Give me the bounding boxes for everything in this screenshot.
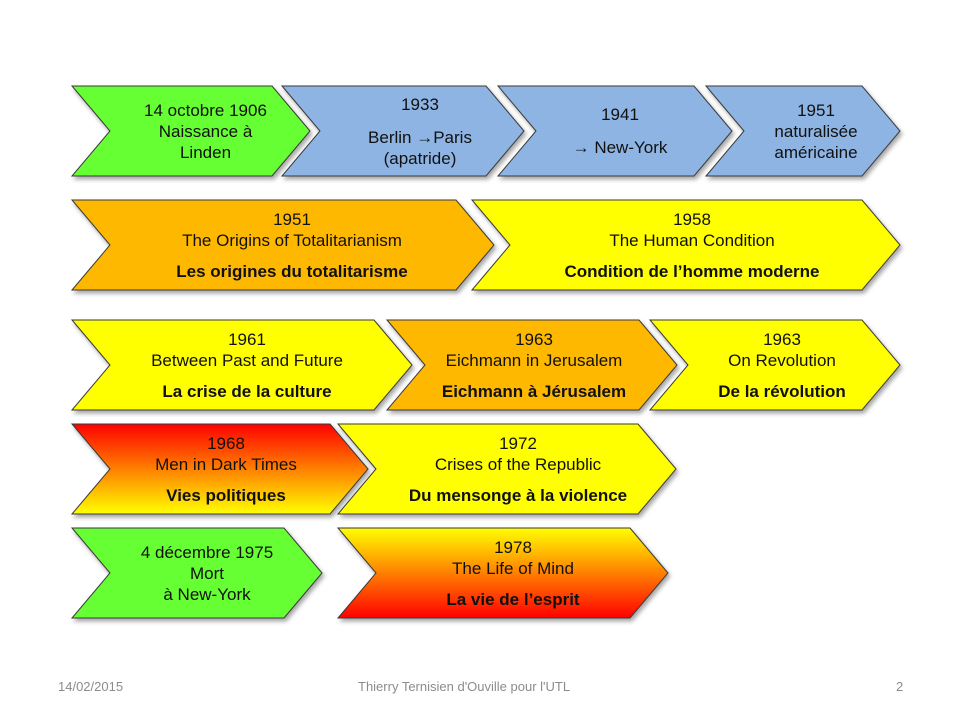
chevron-body [70,527,323,619]
chevron-line: Mort [190,563,224,583]
chevron-line: (apatride) [383,148,457,168]
chevron-shape [70,527,323,619]
chevron-1941: 1941 → New-York [496,85,733,177]
chevron-date: 14 octobre 1906 [144,100,267,120]
chevron-line: naturalisée [774,121,858,141]
chevron-body [70,85,311,177]
chevron-date: 1978 [494,537,532,557]
chevron-body [70,199,495,291]
chevron-shape [385,319,678,411]
chevron-body [385,319,678,411]
chevron-body [336,527,669,619]
chevron-body [470,199,901,291]
chevron-line: Berlin →Paris [368,127,472,147]
chevron-line: Eichmann in Jerusalem [445,350,623,370]
chevron-french-title: Du mensonge à la violence [408,485,628,505]
chevron-line: The Life of Mind [452,558,574,578]
chevron-shape [336,423,677,515]
chevron-french-title: De la révolution [718,381,846,401]
chevron-date: 1958 [673,209,711,229]
chevron-shape [496,85,733,177]
chevron-shape [470,199,901,291]
chevron-shape [704,85,901,177]
chevron-shape [70,423,369,515]
chevron-line: Linden [179,142,232,162]
chevron-date: 1972 [499,433,537,453]
footer-author: Thierry Ternisien d'Ouville pour l'UTL [358,679,571,694]
chevron-date: 1961 [228,329,266,349]
chevron-french-title: Les origines du totalitarisme [176,261,408,281]
chevron-french-title: Vies politiques [166,485,286,505]
chevron-shape [70,319,413,411]
chevron-line: → New-York [572,138,668,157]
chevron-line: à New-York [163,584,251,604]
chevron-line: Between Past and Future [151,350,343,370]
chevron-date: 1933 [401,94,439,114]
chevron-body [648,319,901,411]
chevron-shape [280,85,525,177]
chevron-shape [70,199,495,291]
footer-page-number: 2 [896,679,904,694]
chevron-body [70,423,369,515]
chevron-date: 1951 [273,209,311,229]
chevron-line: Naissance à [158,121,253,141]
chevron-french-title: Eichmann à Jérusalem [441,381,627,401]
chevron-date: 1951 [797,100,835,120]
chevron-body [496,85,733,177]
chevron-line: Crises of the Republic [434,454,602,474]
chevron-body [70,319,413,411]
chevron-shape [648,319,901,411]
chevron-french-title: Condition de l’homme moderne [564,261,820,281]
chevron-date: 1963 [763,329,801,349]
chevron-date: 1941 [601,105,639,124]
chevron-date: 1968 [207,433,245,453]
chevron-shape [336,527,669,619]
chevron-line: américaine [774,142,858,162]
chevron-body [704,85,901,177]
footer-date: 14/02/2015 [58,679,124,694]
chevron-french-title: La crise de la culture [162,381,332,401]
chevron-date: 1963 [515,329,553,349]
chevron-body [280,85,525,177]
chevron-shape [70,85,311,177]
chevron-line: The Origins of Totalitarianism [182,230,402,250]
chevron-french-title: La vie de l’esprit [446,589,580,609]
chevron-line: The Human Condition [609,230,775,250]
chevron-line: On Revolution [728,350,836,370]
chevron-text: 1941 → New-York [542,86,698,176]
chevron-date: 4 décembre 1975 [140,542,274,562]
chevron-line: Men in Dark Times [155,454,297,474]
chevron-body [336,423,677,515]
